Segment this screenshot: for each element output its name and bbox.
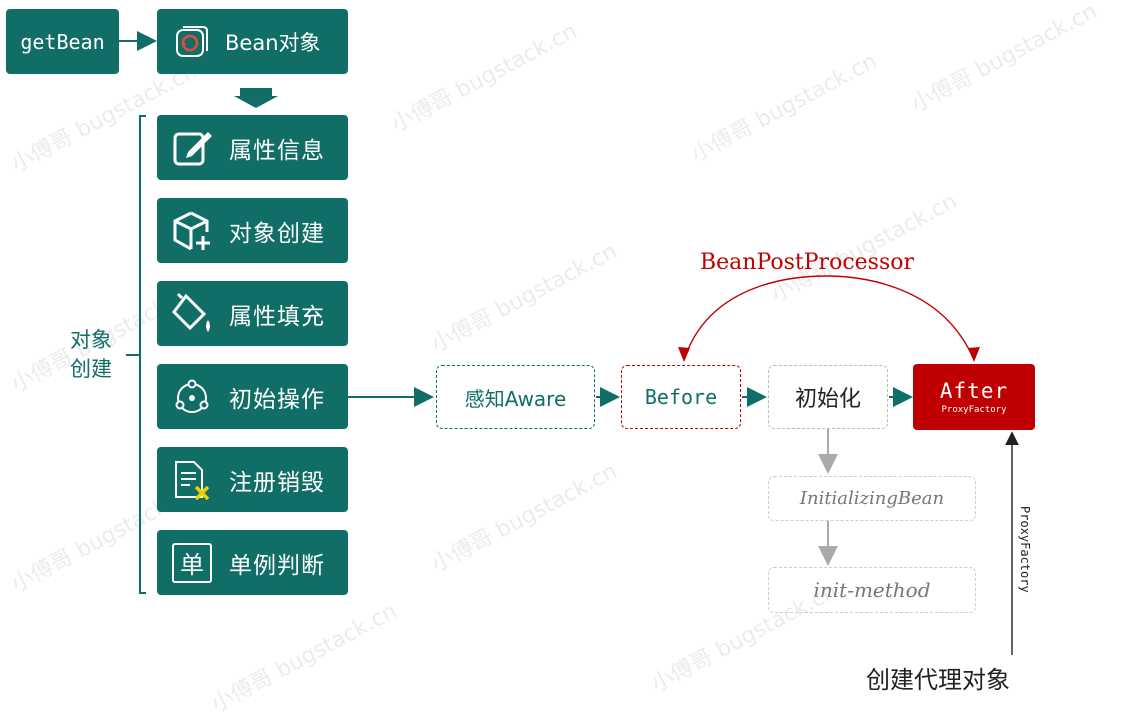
step-property-fill: 属性填充 <box>157 281 348 346</box>
after-box: After ProxyFactory <box>913 364 1035 430</box>
step-label: 属性信息 <box>229 137 325 164</box>
down-arrow <box>234 88 278 108</box>
step-init-operation: 初始操作 <box>157 364 348 429</box>
bracket <box>139 115 146 594</box>
init-box: 初始化 <box>768 365 888 429</box>
step-singleton-check: 单 单例判断 <box>157 530 348 595</box>
init-method-box: init-method <box>768 567 976 613</box>
before-box: Before <box>621 365 741 429</box>
before-label: Before <box>644 385 718 409</box>
step-label: 初始操作 <box>229 386 325 413</box>
step-object-create: 对象创建 <box>157 198 348 263</box>
circle-nodes-icon <box>169 374 215 420</box>
bean-icon <box>173 23 211 61</box>
single-char-icon: 单 <box>169 540 215 586</box>
init-label: 初始化 <box>794 387 861 412</box>
post-processor-arc <box>683 275 975 361</box>
aware-box: 感知Aware <box>436 365 595 429</box>
after-label: After <box>939 379 1009 403</box>
proxy-factory-vertical-label: ProxyFactory <box>1018 506 1032 593</box>
bean-object-box: Bean对象 <box>157 9 348 74</box>
step-label: 对象创建 <box>229 220 325 247</box>
step-label: 注册销毁 <box>229 469 325 496</box>
init-method-label: init-method <box>813 578 931 602</box>
getbean-box: getBean <box>6 9 119 74</box>
side-label: 对象 创建 <box>70 328 112 381</box>
paint-bucket-icon <box>169 291 215 337</box>
edit-icon <box>169 125 215 171</box>
initializing-bean-label: InitializingBean <box>799 488 945 509</box>
getbean-label: getBean <box>20 29 105 54</box>
document-delete-icon <box>169 457 215 503</box>
aware-label: 感知Aware <box>464 386 567 411</box>
post-processor-label: BeanPostProcessor <box>700 250 915 275</box>
initializing-bean-box: InitializingBean <box>768 476 976 521</box>
create-proxy-label: 创建代理对象 <box>866 666 1010 694</box>
single-char: 单 <box>172 542 212 583</box>
step-property-info: 属性信息 <box>157 115 348 180</box>
step-label: 属性填充 <box>229 303 325 330</box>
after-sub-label: ProxyFactory <box>941 405 1007 415</box>
cube-add-icon <box>169 208 215 254</box>
step-label: 单例判断 <box>229 552 325 579</box>
bean-object-label: Bean对象 <box>225 30 321 55</box>
step-register-destroy: 注册销毁 <box>157 447 348 512</box>
